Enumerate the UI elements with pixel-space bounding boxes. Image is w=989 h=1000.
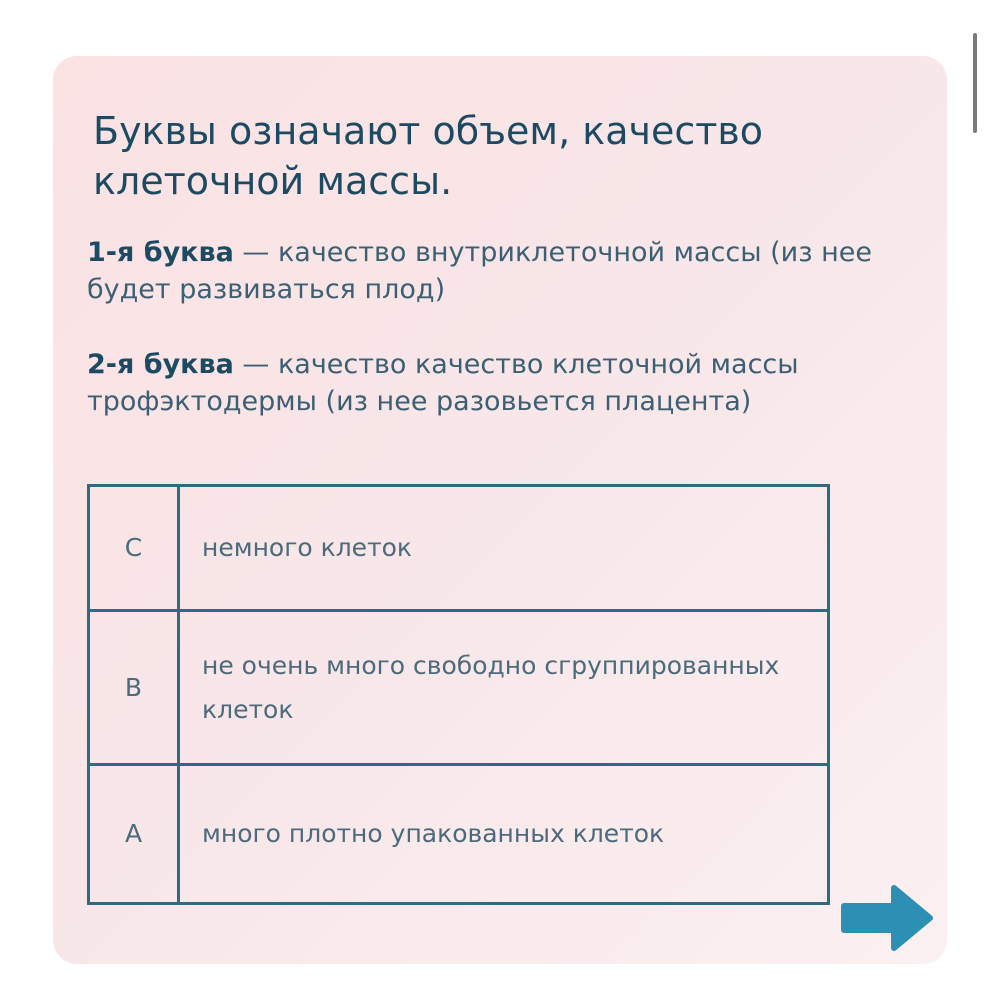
table-row: C немного клеток	[87, 484, 830, 612]
table-row: B не очень много свободно сгруппированны…	[87, 609, 830, 766]
grade-description: много плотно упакованных клеток	[177, 763, 830, 905]
grade-letter: A	[87, 763, 180, 905]
table-row: A много плотно упакованных клеток	[87, 763, 830, 905]
second-letter-text: — качество качество клеточной массы троф…	[87, 349, 799, 417]
grade-letter: C	[87, 484, 180, 612]
grade-letter: B	[87, 609, 180, 766]
grade-description: не очень много свободно сгруппированных …	[177, 609, 830, 766]
second-letter-definition: 2-я буква — качество качество клеточной …	[87, 346, 917, 420]
first-letter-text: — качество внутриклеточной массы (из нее…	[87, 237, 873, 305]
scrollbar[interactable]	[973, 33, 977, 133]
info-card: Буквы означают объем, качество клеточной…	[53, 56, 947, 964]
card-heading: Буквы означают объем, качество клеточной…	[93, 109, 763, 203]
second-letter-term: 2-я буква	[87, 349, 234, 380]
grade-description: немного клеток	[177, 484, 830, 612]
first-letter-definition: 1-я буква — качество внутриклеточной мас…	[87, 234, 917, 308]
grade-table: C немного клеток B не очень много свобод…	[87, 484, 830, 905]
first-letter-term: 1-я буква	[87, 237, 234, 268]
arrow-right-icon[interactable]	[836, 880, 936, 956]
